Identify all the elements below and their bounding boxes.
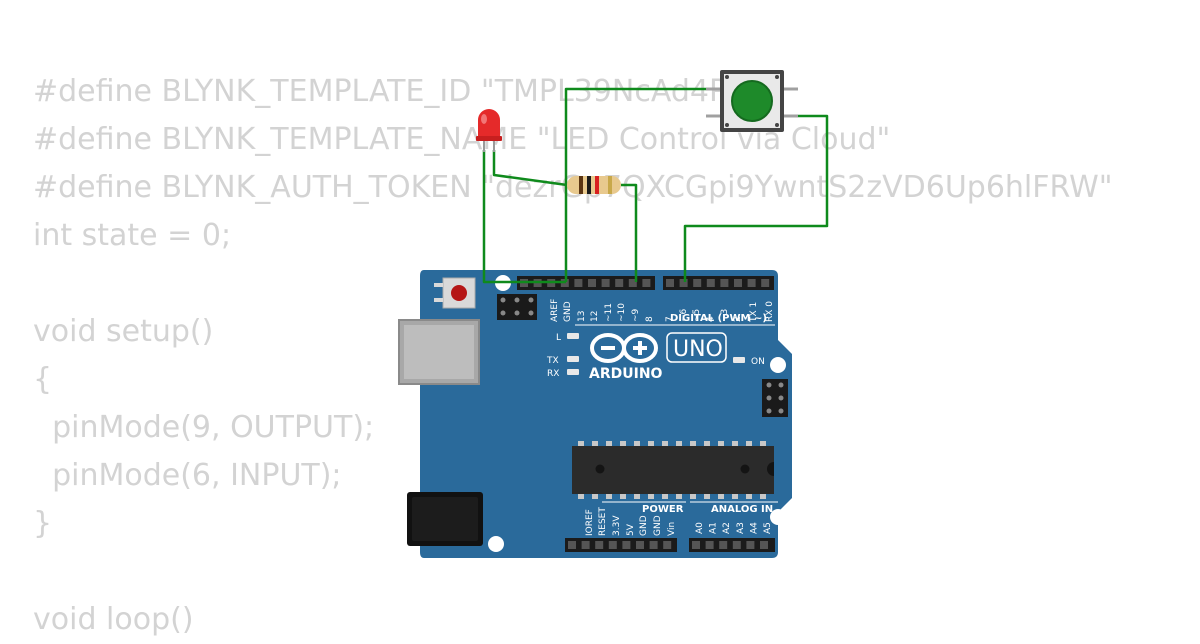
analog-pin-label: A0 — [695, 522, 705, 534]
digital-pin-label: ~9 — [631, 308, 641, 322]
analog-pin-label: A2 — [722, 522, 732, 534]
led-on-indicator — [733, 357, 745, 363]
power-pin-label: 3.3V — [612, 515, 622, 536]
wires — [482, 87, 829, 284]
dc-power-jack-inner — [412, 497, 478, 541]
led-tx-label: TX — [546, 356, 559, 366]
wire-led-anode-to-resistor[interactable] — [492, 150, 568, 187]
analog-pin-label: A5 — [763, 522, 773, 534]
power-pin-label: IOREF — [585, 509, 595, 536]
wire-button-to-pin6[interactable] — [683, 114, 829, 282]
code-line: { — [33, 362, 53, 397]
power-pin-label: GND — [639, 515, 649, 536]
digital-pin-label: ~3 — [720, 309, 730, 322]
mounting-hole — [488, 536, 504, 552]
digital-pin-label: 13 — [577, 311, 587, 322]
power-header[interactable] — [565, 538, 677, 552]
code-line: pinMode(6, INPUT); — [33, 458, 342, 493]
power-pin-label: RESET — [598, 507, 608, 536]
analog-pin-label: A1 — [709, 522, 719, 534]
resistor-band-1 — [579, 176, 583, 194]
digital-header-label: DIGITAL (PWM ~) — [670, 313, 767, 324]
digital-pin-label: ~5 — [692, 309, 702, 322]
analog-pin-label: A3 — [736, 522, 746, 534]
analog-header-label: ANALOG IN — [711, 504, 773, 515]
pushbutton[interactable] — [706, 70, 798, 132]
led-on-label: ON — [751, 357, 765, 367]
digital-pin-label: ~10 — [617, 303, 627, 322]
icsp-header-right — [762, 379, 788, 417]
pushbutton-cap[interactable] — [731, 80, 773, 122]
code-line: #define BLYNK_TEMPLATE_ID "TMPL39NcAd4P" — [33, 74, 741, 109]
digital-pin-label: AREF — [550, 299, 560, 322]
digital-pin-label: 4 — [706, 316, 716, 322]
code-view: #define BLYNK_TEMPLATE_ID "TMPL39NcAd4P"… — [33, 68, 1113, 644]
digital-pin-label: 2 — [733, 316, 743, 322]
code-line: } — [33, 506, 53, 541]
led-l-indicator — [567, 333, 579, 339]
digital-pin-label: ~11 — [604, 303, 614, 322]
wire-led-cathode-to-gnd[interactable] — [482, 150, 566, 284]
led-tx-indicator — [567, 356, 579, 362]
resistor[interactable] — [567, 176, 621, 194]
digital-pin-label: ~6 — [679, 308, 689, 322]
bottom-pin-holes — [568, 541, 768, 549]
resistor-band-4 — [608, 176, 612, 194]
mounting-hole — [770, 357, 786, 373]
code-line: #define BLYNK_TEMPLATE_NAME "LED Control… — [33, 122, 891, 157]
digital-pin-label: 8 — [645, 316, 655, 322]
power-pin-label: 5V — [626, 523, 636, 536]
code-line: void setup() — [33, 314, 214, 349]
resistor-band-3 — [595, 176, 599, 194]
icsp-header — [497, 294, 537, 320]
led-rx-label: RX — [547, 369, 559, 379]
atmega-chip — [572, 441, 774, 499]
digital-pin-label: 12 — [590, 311, 600, 322]
uno-model-label: UNO — [673, 337, 723, 362]
red-led[interactable] — [476, 109, 502, 152]
mounting-hole — [770, 509, 786, 525]
digital-pin-label: GND — [563, 301, 573, 322]
power-pin-label: GND — [653, 515, 663, 536]
code-line: int state = 0; — [33, 218, 232, 253]
power-pin-label: Vin — [667, 522, 677, 536]
digital-pin-label: RX 0 — [765, 301, 775, 322]
digital-pin-label: 7 — [665, 316, 675, 322]
arduino-brand-label: ARDUINO — [589, 366, 663, 382]
arduino-infinity-logo — [590, 333, 658, 363]
wire-gnd-to-button[interactable] — [564, 87, 722, 282]
power-header-label: POWER — [642, 504, 684, 515]
reset-button[interactable] — [434, 277, 476, 309]
code-line: pinMode(9, OUTPUT); — [33, 410, 375, 445]
wire-resistor-to-pin9[interactable] — [621, 183, 638, 282]
led-l-label: L — [556, 333, 561, 343]
digital-pin-label: TX 1 — [749, 302, 759, 323]
usb-connector-inner — [404, 325, 474, 379]
resistor-band-2 — [587, 176, 591, 194]
uno-badge — [666, 332, 727, 363]
led-rx-indicator — [567, 369, 579, 375]
analog-pin-label: A4 — [749, 522, 759, 534]
digital-header-right[interactable] — [663, 276, 774, 290]
